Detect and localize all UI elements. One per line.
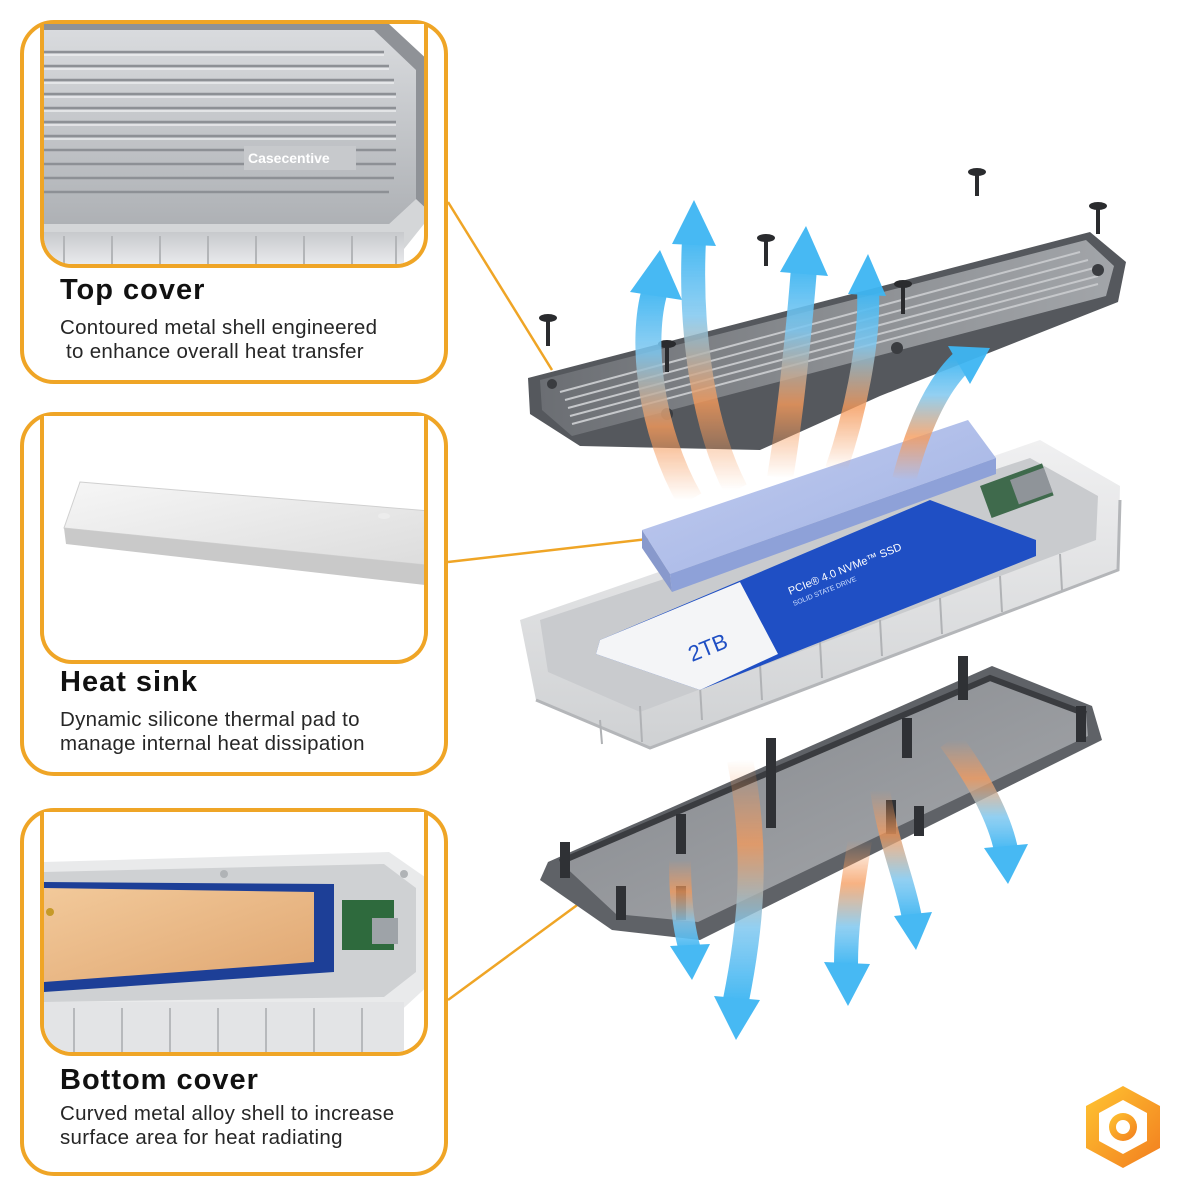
hexagon-logo-icon bbox=[1086, 1086, 1160, 1168]
top-cover-image: Casecentive bbox=[44, 24, 424, 264]
top-cover-lid bbox=[528, 232, 1126, 450]
brand-engraving: Casecentive bbox=[248, 150, 330, 166]
heat-sink-description: Dynamic silicone thermal pad to manage i… bbox=[60, 708, 365, 755]
heat-sink-title: Heat sink bbox=[60, 666, 198, 698]
bottom-cover-panel: Bottom cover Curved metal alloy shell to… bbox=[20, 808, 448, 1176]
enclosure-tray: PCIe® 4.0 NVMe™ SSD SOLID STATE DRIVE 2T… bbox=[520, 440, 1122, 750]
airflow-arrow-icon-down bbox=[669, 732, 1028, 1040]
bottom-cover-description: Curved metal alloy shell to increase sur… bbox=[60, 1102, 395, 1149]
screw-icon bbox=[539, 168, 1107, 372]
thermal-pad-image bbox=[63, 481, 424, 585]
top-cover-panel: Casecentive Top cover Contoured metal sh… bbox=[20, 20, 448, 384]
airflow-arrow-icon bbox=[630, 200, 990, 507]
heat-sink-panel: Heat sink Dynamic silicone thermal pad t… bbox=[20, 412, 448, 776]
open-enclosure-image bbox=[44, 852, 424, 1052]
top-cover-description: Contoured metal shell engineered to enha… bbox=[60, 316, 378, 363]
top-cover-title: Top cover bbox=[60, 274, 206, 306]
bottom-cover-title: Bottom cover bbox=[60, 1064, 259, 1096]
top-cover-photo: Casecentive bbox=[40, 24, 428, 268]
heat-sink-photo bbox=[40, 416, 428, 664]
bottom-cover-photo bbox=[40, 812, 428, 1056]
